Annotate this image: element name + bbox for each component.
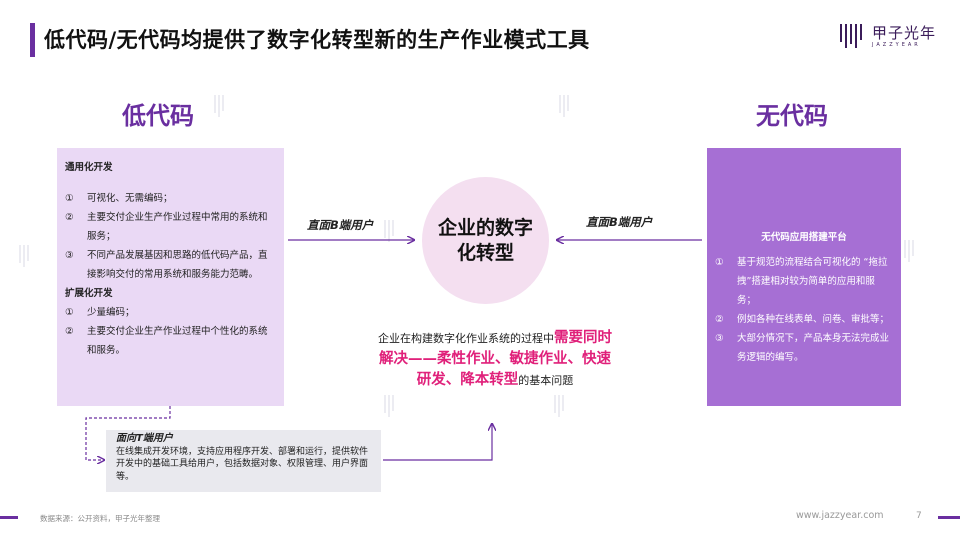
arrow-tbox-to-center — [383, 424, 492, 461]
item-text: 基于规范的流程结合可视化的 “拖拉拽”搭建相对较为简单的应用和服务； — [737, 257, 888, 306]
footer-url[interactable]: www.jazzyear.com — [796, 510, 884, 521]
item-text: 不同产品发展基因和思路的低代码产品，直接影响交付的常用系统和服务能力范畴。 — [87, 250, 268, 280]
list-item: ① 少量编码； — [65, 303, 276, 322]
t-user-text: 在线集成开发环境，支持应用程序开发、部署和运行，提供软件开发中的基础工具给用户，… — [116, 446, 369, 482]
item-text: 可视化、无需编码； — [87, 193, 173, 204]
item-number: ② — [65, 212, 74, 223]
desc-highlight-2: 解决——柔性作业、敏捷作业、快速 — [379, 351, 611, 367]
item-number: ① — [65, 307, 74, 318]
list-item: ① 可视化、无需编码； — [65, 189, 276, 208]
desc-highlight-3: 研发、降本转型 — [416, 372, 519, 388]
item-text: 例如各种在线表单、问卷、审批等； — [737, 314, 890, 325]
arrow-left-to-tbox — [85, 406, 171, 460]
page-title: 低代码/无代码均提供了数字化转型新的生产作业模式工具 — [44, 28, 590, 52]
circle-line-1: 企业的数字 — [437, 216, 533, 239]
item-number: ① — [65, 193, 74, 204]
section-title: 通用化开发 — [65, 162, 113, 173]
heading-no-code: 无代码 — [756, 102, 828, 130]
no-code-box: 无代码应用搭建平台 ① 基于规范的流程结合可视化的 “拖拉拽”搭建相对较为简单的… — [707, 148, 901, 406]
heading-low-code: 低代码 — [122, 102, 194, 130]
list-item: ③ 不同产品发展基因和思路的低代码产品，直接影响交付的常用系统和服务能力范畴。 — [65, 246, 276, 284]
title-accent-bar — [30, 23, 35, 57]
label-left-b-users: 直面B端用户 — [307, 218, 374, 232]
t-user-title: 面向T端用户 — [116, 433, 173, 444]
brand-logo-icon — [840, 24, 862, 48]
desc-post: 的基本问题 — [518, 374, 574, 387]
list-item: ② 主要交付企业生产作业过程中常用的系统和服务； — [65, 208, 276, 246]
brand-name: 甲子光年 — [872, 24, 937, 42]
page-number: 7 — [916, 511, 922, 521]
item-text: 大部分情况下，产品本身无法完成业务逻辑的编写。 — [737, 333, 890, 363]
item-number: ③ — [65, 250, 74, 261]
item-text: 主要交付企业生产作业过程中个性化的系统和服务。 — [87, 326, 268, 356]
digital-transformation-circle: 企业的数字 化转型 — [422, 177, 549, 304]
section-title: 扩展化开发 — [65, 288, 113, 299]
list-item: ① 基于规范的流程结合可视化的 “拖拉拽”搭建相对较为简单的应用和服务； — [715, 253, 893, 310]
list-item: ③ 大部分情况下，产品本身无法完成业务逻辑的编写。 — [715, 329, 893, 367]
item-text: 少量编码； — [87, 307, 135, 318]
item-text: 主要交付企业生产作业过程中常用的系统和服务； — [87, 212, 268, 242]
data-source: 数据来源：公开资料，甲子光年整理 — [40, 514, 160, 523]
low-code-box: 通用化开发 ① 可视化、无需编码； ② 主要交付企业生产作业过程中常用的系统和服… — [57, 148, 284, 406]
item-number: ③ — [715, 333, 724, 344]
brand-logo: 甲子光年 JAZZYEAR — [838, 20, 948, 52]
list-item: ② 主要交付企业生产作业过程中个性化的系统和服务。 — [65, 322, 276, 360]
t-user-box: 面向T端用户 在线集成开发环境，支持应用程序开发、部署和运行，提供软件开发中的基… — [106, 430, 381, 492]
desc-pre: 企业在构建数字化作业系统的过程中 — [378, 332, 554, 345]
list-item: ② 例如各种在线表单、问卷、审批等； — [715, 310, 893, 329]
circle-line-2: 化转型 — [456, 241, 514, 264]
center-description: 企业在构建数字化作业系统的过程中需要同时 解决——柔性作业、敏捷作业、快速 研发… — [355, 328, 635, 391]
footer-accent-right — [938, 516, 960, 519]
item-number: ① — [715, 257, 724, 268]
item-number: ② — [715, 314, 724, 325]
label-right-b-users: 直面B端用户 — [586, 215, 653, 229]
desc-highlight-1: 需要同时 — [554, 330, 612, 346]
brand-sub: JAZZYEAR — [872, 42, 921, 48]
section-title: 无代码应用搭建平台 — [761, 232, 847, 243]
footer-accent-left — [0, 516, 18, 519]
item-number: ② — [65, 326, 74, 337]
